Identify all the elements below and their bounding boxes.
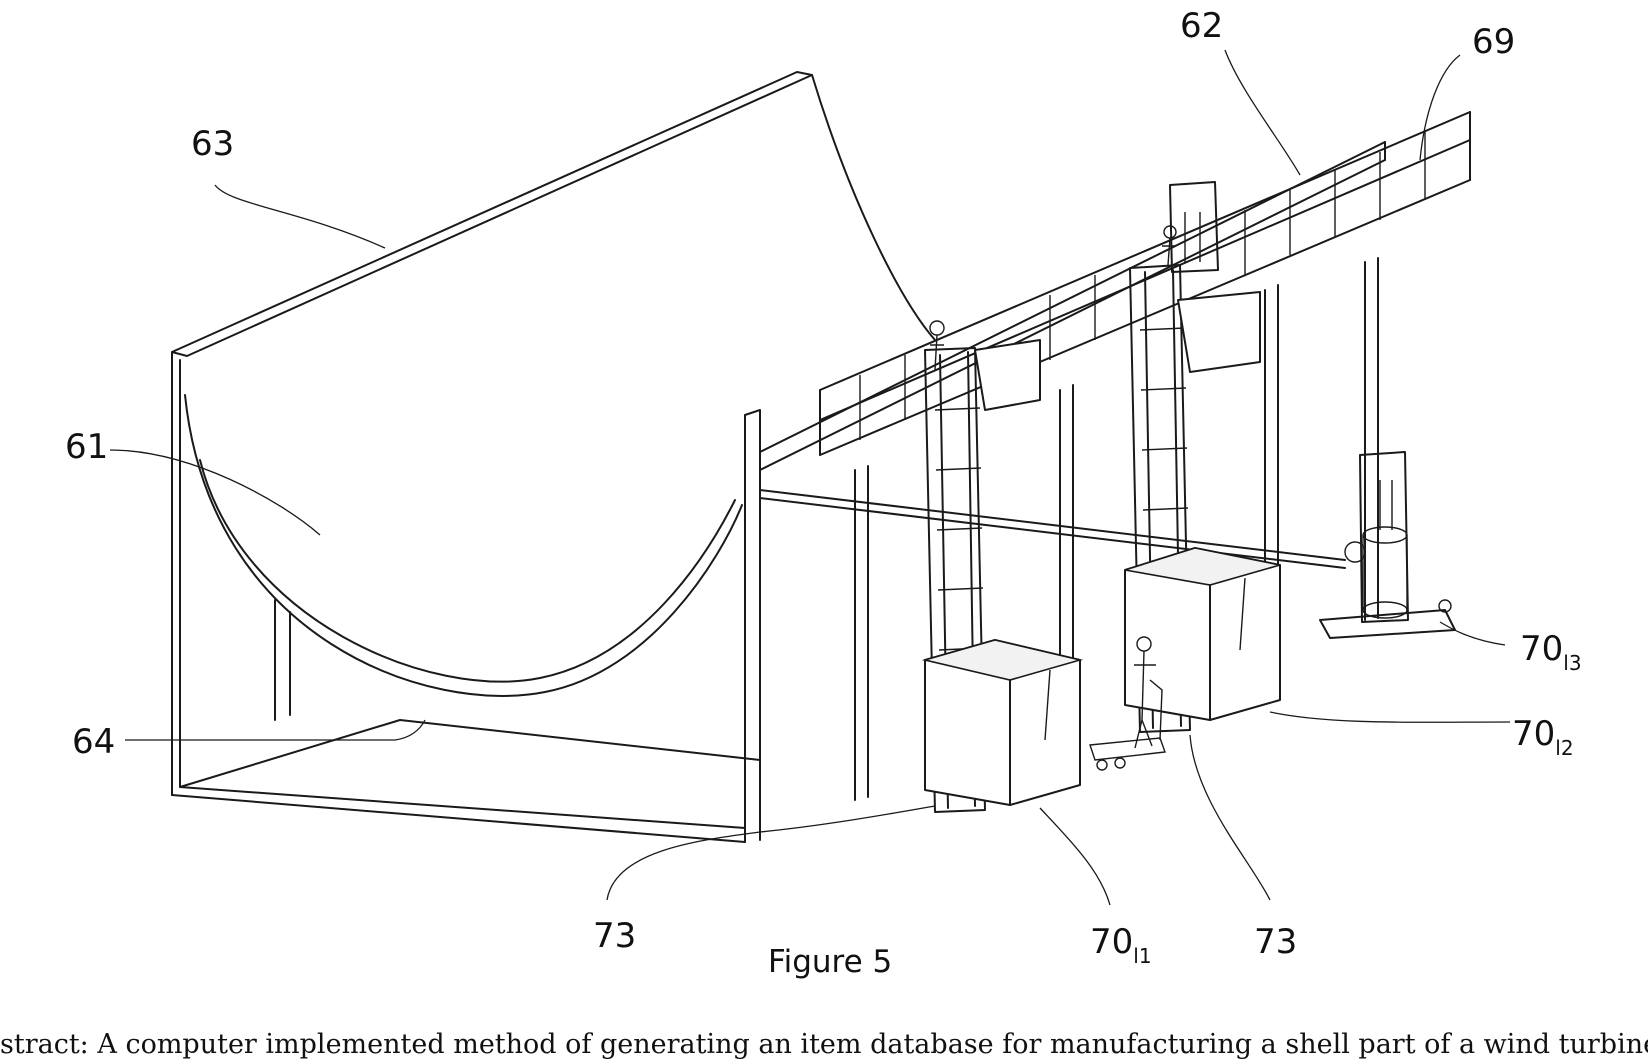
unit-70-l2 xyxy=(1125,548,1280,720)
unit-70-l3 xyxy=(1320,452,1455,638)
label-70-l1: 70l1 xyxy=(1090,922,1152,968)
label-69: 69 xyxy=(1472,22,1515,62)
label-63: 63 xyxy=(191,124,234,164)
label-62: 62 xyxy=(1180,6,1223,46)
leader-lines xyxy=(110,50,1510,905)
label-61: 61 xyxy=(65,427,108,467)
unit-70-l1 xyxy=(925,640,1080,805)
figure-caption: Figure 5 xyxy=(768,944,892,980)
abstract-text: stract: A computer implemented method of… xyxy=(0,1030,1648,1060)
mould-61 xyxy=(172,72,935,842)
label-70-l2: 70l2 xyxy=(1512,714,1574,760)
label-64: 64 xyxy=(72,722,115,762)
label-73-left: 73 xyxy=(593,916,636,956)
label-73-right: 73 xyxy=(1254,922,1297,962)
label-70-l3: 70l3 xyxy=(1520,629,1582,675)
